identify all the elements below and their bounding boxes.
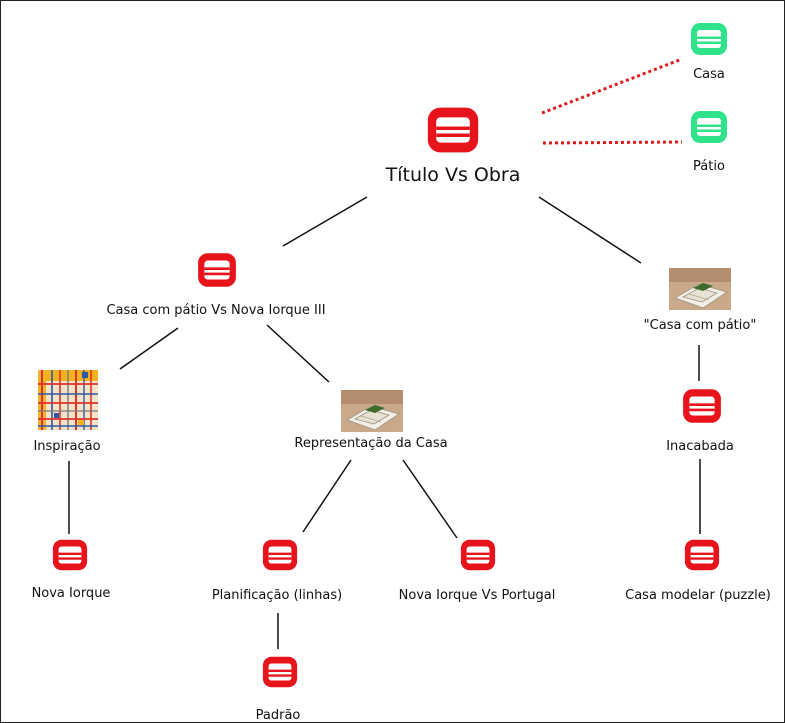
casa-node-label[interactable]: Casa — [693, 67, 725, 82]
root-list-icon[interactable] — [427, 107, 479, 153]
casa-com-patio-image-thumbnail[interactable] — [669, 268, 731, 310]
root-node-label[interactable]: Título Vs Obra — [385, 164, 521, 186]
dotted-root-casa — [541, 57, 683, 115]
ny-portugal-list-icon[interactable] — [460, 539, 496, 571]
dotted-root-patio — [542, 140, 683, 145]
casa-list-icon[interactable] — [691, 23, 727, 55]
inspiracao-node-label[interactable]: Inspiração — [33, 439, 101, 454]
connector-left-inspiracao — [119, 327, 179, 370]
connector-root-left — [282, 196, 368, 247]
representacao-node-label[interactable]: Representação da Casa — [294, 436, 448, 451]
inspiracao-image-thumbnail[interactable] — [38, 370, 98, 430]
casa-patio-ny-list-icon[interactable] — [198, 253, 236, 287]
ny-portugal-node-label[interactable]: Nova Iorque Vs Portugal — [398, 588, 556, 603]
casa-com-patio-node-label[interactable]: "Casa com pátio" — [643, 318, 757, 333]
padrao-list-icon[interactable] — [262, 656, 298, 688]
connector-representacao-planificacao — [302, 459, 352, 533]
patio-node-label[interactable]: Pátio — [693, 159, 725, 174]
planificacao-node-label[interactable]: Planificação (linhas) — [211, 588, 343, 603]
inacabada-node-label[interactable]: Inacabada — [666, 439, 734, 454]
representacao-image-thumbnail[interactable] — [341, 390, 403, 432]
connector-root-right — [538, 196, 642, 264]
casa-modelar-list-icon[interactable] — [684, 539, 720, 571]
patio-list-icon[interactable] — [691, 111, 727, 143]
inacabada-list-icon[interactable] — [683, 389, 721, 423]
dotted-connectors — [541, 57, 683, 145]
nova-iorque-list-icon[interactable] — [52, 539, 88, 571]
connector-lines — [68, 196, 701, 649]
connector-left-representacao — [266, 324, 330, 383]
padrao-node-label[interactable]: Padrão — [255, 708, 301, 723]
connector-representacao-nyportugal — [402, 459, 458, 539]
casa-modelar-node-label[interactable]: Casa modelar (puzzle) — [625, 588, 771, 603]
casa-patio-ny-node-label[interactable]: Casa com pátio Vs Nova Iorque III — [106, 303, 326, 318]
planificacao-list-icon[interactable] — [262, 539, 298, 571]
nova-iorque-node-label[interactable]: Nova Iorque — [31, 586, 111, 601]
